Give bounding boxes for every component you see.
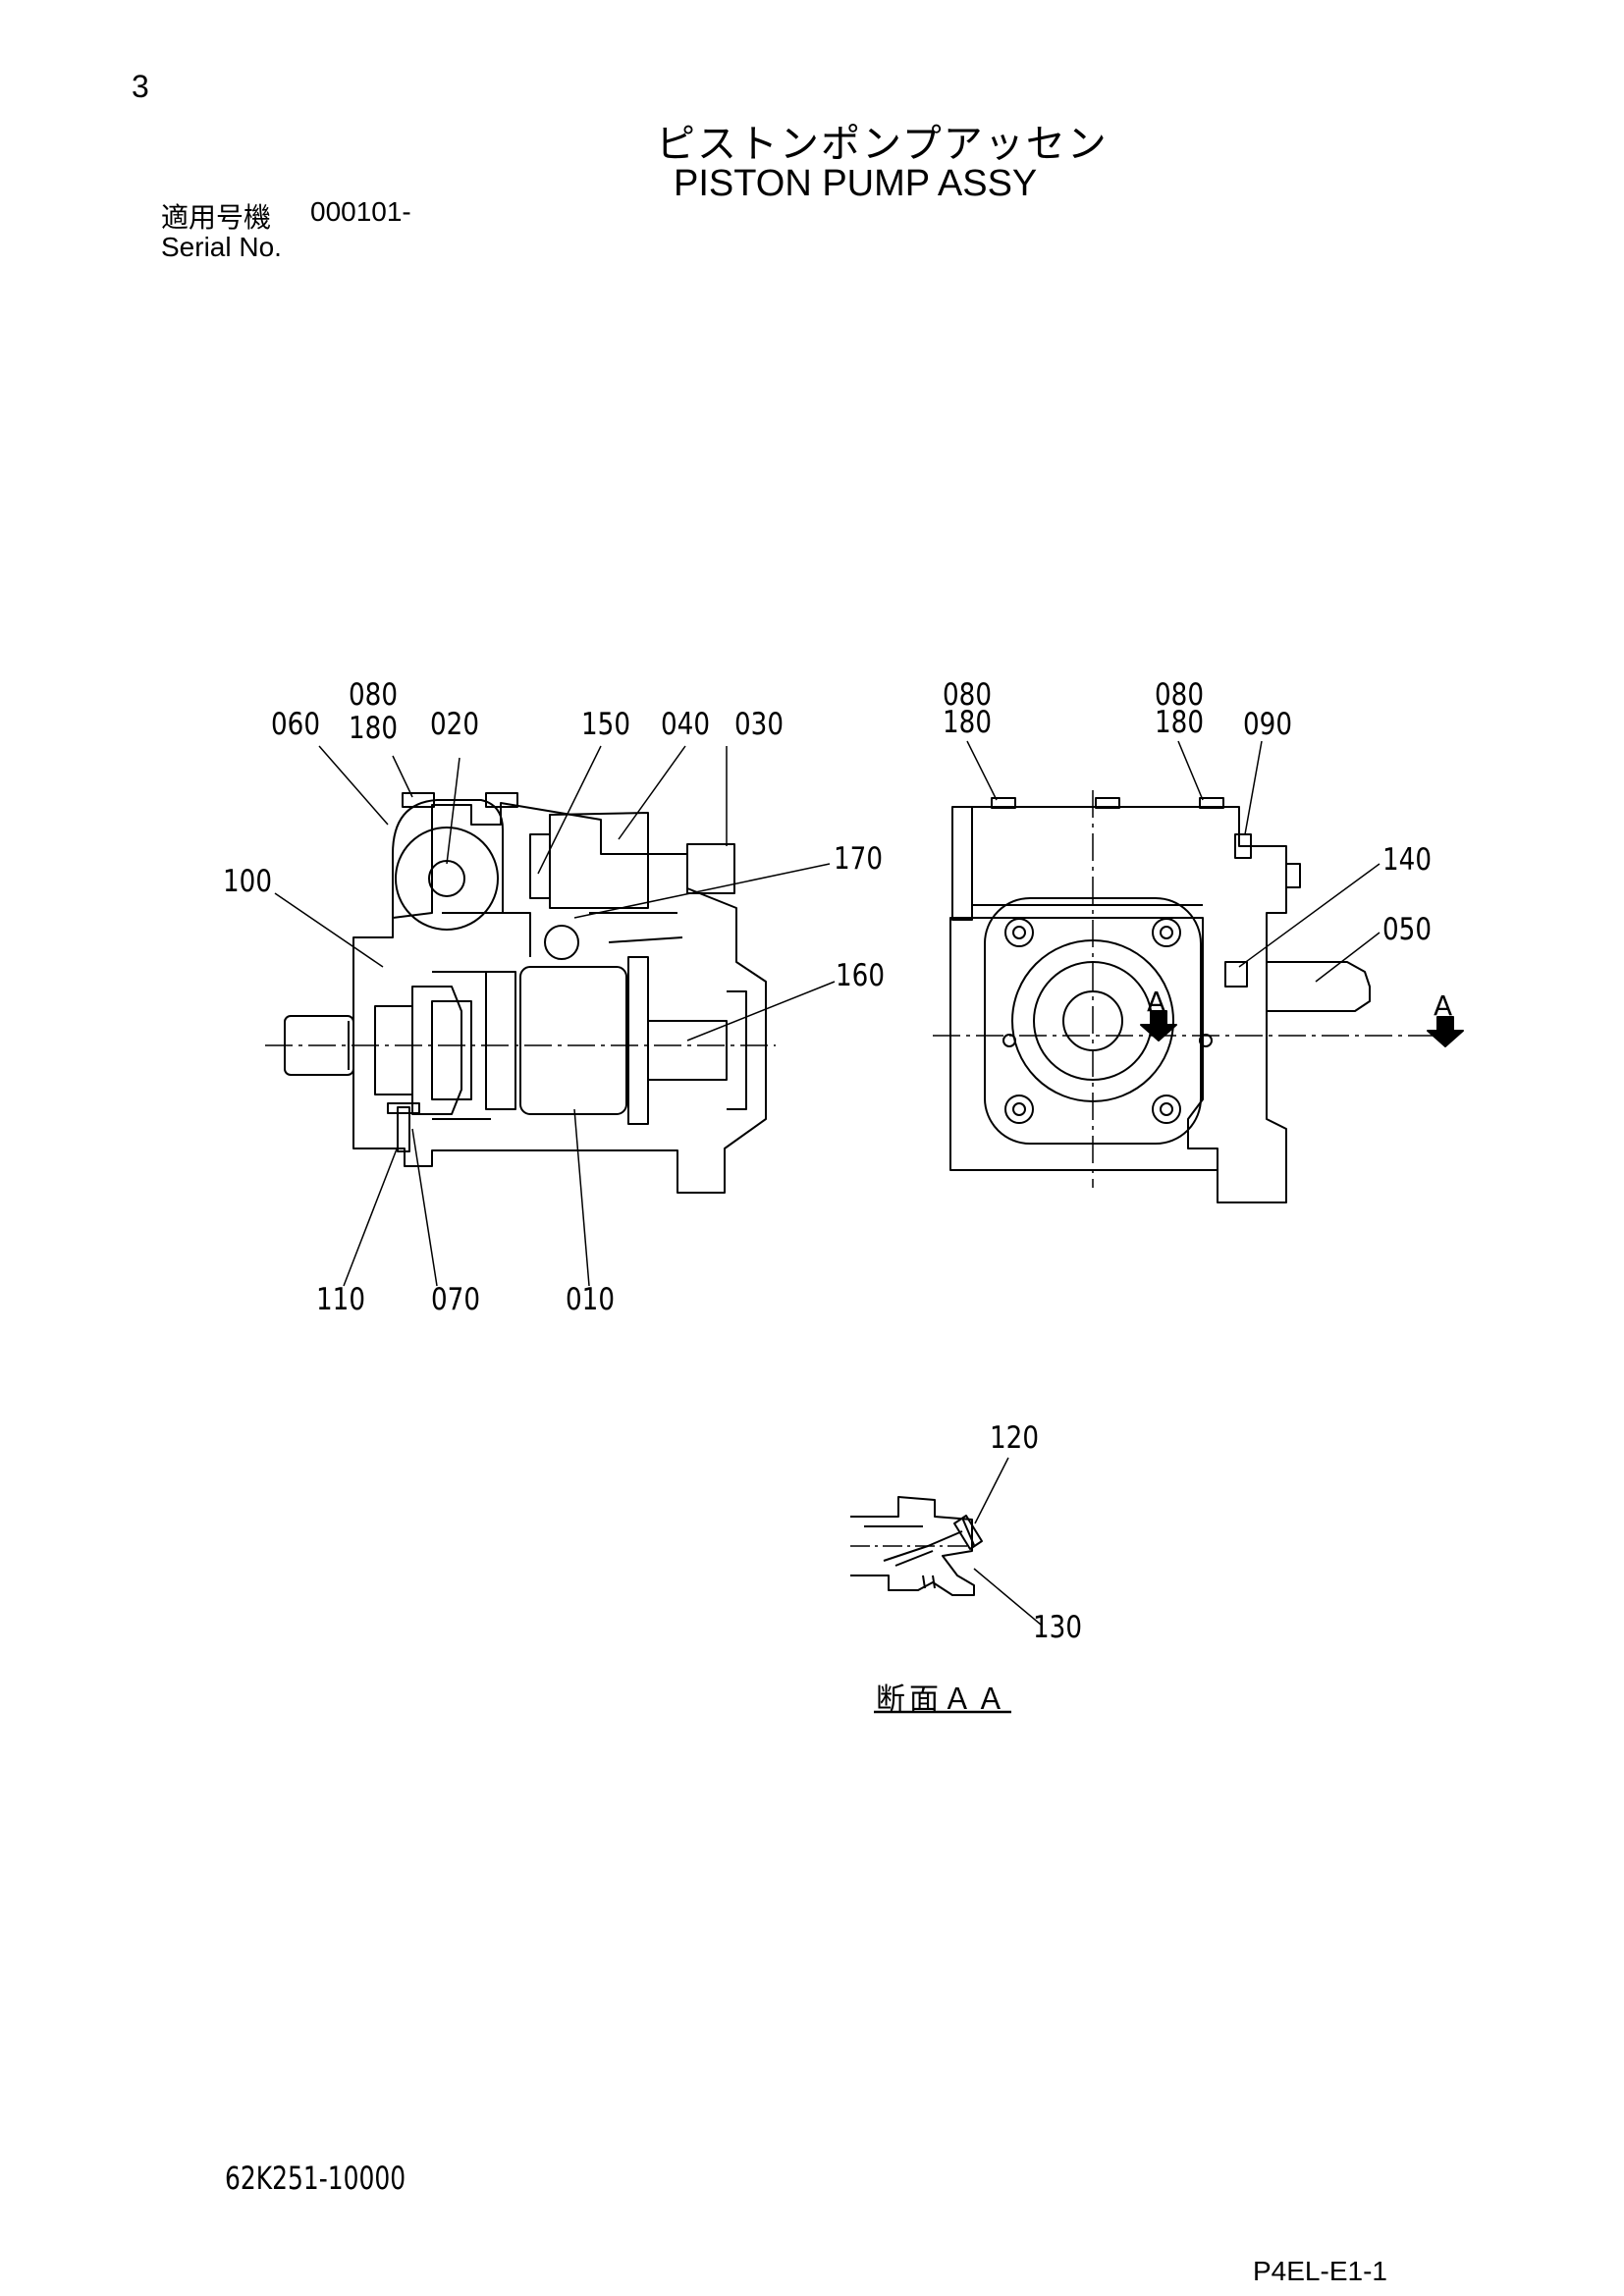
- page-number: 3: [132, 69, 149, 104]
- callout-020: 020: [430, 707, 479, 742]
- callout-130: 130: [1033, 1610, 1082, 1645]
- callout-180-right-1: 180: [943, 705, 992, 740]
- callout-180-right-2: 180: [1155, 705, 1204, 740]
- callout-070: 070: [431, 1282, 480, 1317]
- callout-180-left: 180: [349, 711, 398, 746]
- callout-140: 140: [1382, 842, 1432, 878]
- section-mark-a-2: A: [1434, 989, 1452, 1022]
- callout-090: 090: [1243, 707, 1292, 742]
- title-japanese: ピストンポンプアッセン: [656, 122, 1109, 167]
- callout-030: 030: [734, 707, 784, 742]
- callout-100: 100: [223, 864, 272, 899]
- serial-number-value: 000101-: [310, 196, 411, 227]
- callout-160: 160: [836, 958, 885, 993]
- callout-010: 010: [566, 1282, 615, 1317]
- serial-label-english: Serial No.: [161, 232, 282, 262]
- page-code: P4EL-E1-1: [1253, 2256, 1387, 2286]
- leader-lines: [274, 740, 1380, 1626]
- callout-080-left: 080: [349, 677, 398, 713]
- title-english: PISTON PUMP ASSY: [674, 163, 1038, 204]
- right-end-view: [933, 790, 1443, 1203]
- section-arrow-a-1: [1140, 1010, 1177, 1041]
- callout-080-right-2: 080: [1155, 677, 1204, 713]
- callout-120: 120: [990, 1420, 1039, 1456]
- callout-110: 110: [316, 1282, 365, 1317]
- left-sectional-view: [265, 792, 776, 1194]
- serial-label-japanese: 適用号機: [161, 201, 272, 234]
- callout-080-right-1: 080: [943, 677, 992, 713]
- part-number: 62K251-10000: [225, 2160, 406, 2197]
- callout-040: 040: [661, 707, 710, 742]
- section-mark-a-1: A: [1147, 986, 1165, 1018]
- section-aa-view: [850, 1496, 983, 1596]
- callout-050: 050: [1382, 912, 1432, 947]
- section-arrow-a-2: [1427, 1016, 1464, 1047]
- callout-150: 150: [581, 707, 630, 742]
- callout-170: 170: [834, 841, 883, 877]
- callout-060: 060: [271, 707, 320, 742]
- callout-labels: 060 080 180 020 150 040 030 170 100 160 …: [223, 677, 1452, 1645]
- section-aa-caption: 断面ＡＡ: [876, 1682, 1009, 1717]
